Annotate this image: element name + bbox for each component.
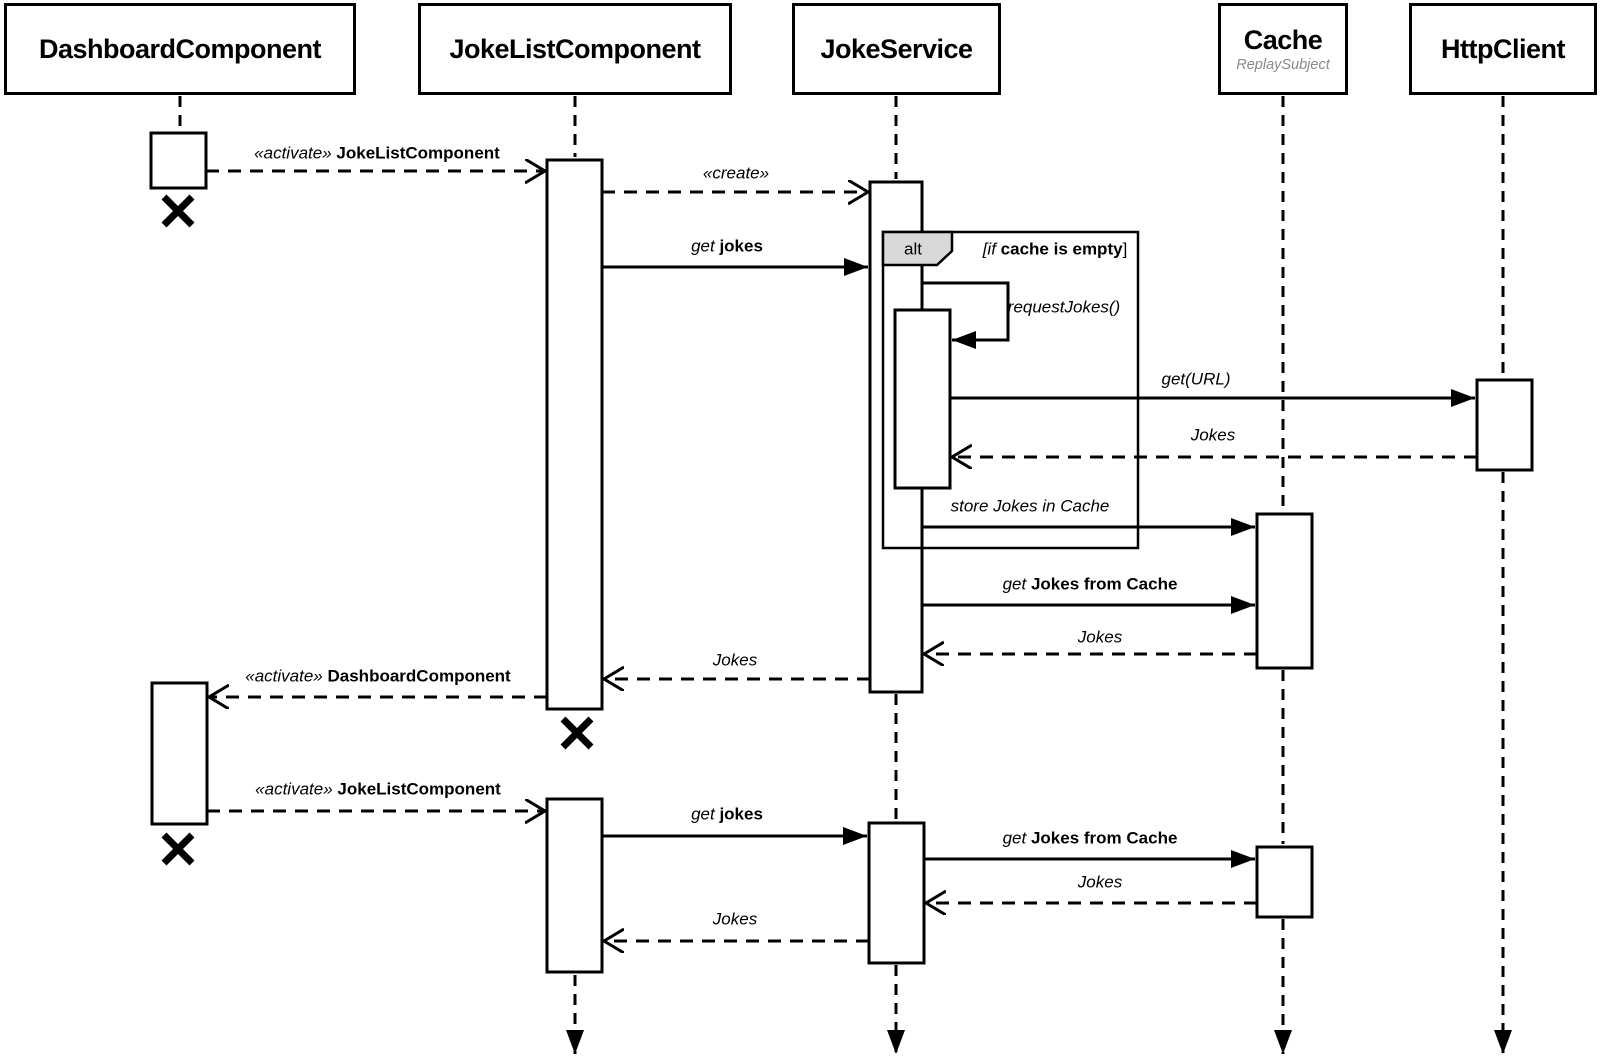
label-italic-part: store Jokes in Cache — [950, 496, 1110, 516]
label-bold-part: jokes — [719, 236, 763, 256]
actor-jokelistcomponent: JokeListComponent — [418, 3, 732, 95]
message-label-create: «create» — [703, 165, 769, 182]
label-italic-part: get(URL) — [1161, 369, 1231, 389]
activation-cache-2 — [1255, 845, 1314, 919]
label-italic-part: Jokes — [712, 909, 758, 929]
label-bold-part: jokes — [719, 804, 763, 824]
message-label-store-jokes: store Jokes in Cache — [951, 498, 1110, 515]
label-bold-part: Jokes from Cache — [1030, 828, 1178, 848]
activation-jokeservice-nested — [893, 308, 952, 490]
label-bold-part: DashboardComponent — [327, 666, 511, 686]
label-italic-part: requestJokes() — [1007, 297, 1121, 317]
message-label-activate-dashboard: «activate» DashboardComponent — [245, 668, 510, 685]
activation-jokeservice-2 — [867, 821, 926, 965]
guard-condition: cache is empty — [1000, 239, 1123, 259]
actor-name: JokeService — [820, 33, 973, 64]
destroy-x-jokelist-1 — [560, 716, 594, 750]
message-label-jokes-http: Jokes — [1191, 427, 1235, 444]
message-label-jokes-to-list-2: Jokes — [713, 911, 757, 928]
activation-jokelist-2 — [545, 797, 604, 974]
alt-fragment-label-pentagon — [881, 230, 954, 267]
label-italic-part: get — [691, 804, 715, 824]
message-label-jokes-to-list-1: Jokes — [713, 652, 757, 669]
message-label-get-jokes-cache-2: get Jokes from Cache — [1003, 830, 1178, 847]
activation-jokelist-1 — [545, 158, 604, 711]
label-italic-part: get — [691, 236, 715, 256]
label-italic-part: «create» — [702, 163, 770, 183]
actor-cache: Cache ReplaySubject — [1218, 3, 1348, 95]
activation-cache-1 — [1255, 512, 1314, 670]
actor-name: DashboardComponent — [38, 33, 322, 64]
message-label-activate-jokelist-2: «activate» JokeListComponent — [255, 781, 501, 798]
label-italic-part: Jokes — [1077, 872, 1123, 892]
actor-stereotype: ReplaySubject — [1236, 57, 1330, 73]
label-bold-part: JokeListComponent — [337, 779, 501, 799]
destroy-x-dashboard-1 — [161, 194, 195, 228]
message-label-requestjokes: requestJokes() — [1008, 299, 1120, 316]
label-italic-part: «activate» — [245, 666, 323, 686]
label-italic-part: «activate» — [255, 779, 333, 799]
actor-name: HttpClient — [1441, 33, 1565, 64]
guard-prefix: [if — [982, 239, 996, 259]
activation-dashboard-2 — [150, 681, 209, 826]
alt-operator-label: alt — [904, 239, 922, 259]
label-bold-part: Jokes from Cache — [1030, 574, 1178, 594]
label-italic-part: Jokes — [1077, 627, 1123, 647]
message-label-jokes-cache-1: Jokes — [1078, 629, 1122, 646]
alt-fragment-frame — [881, 230, 1140, 550]
activation-httpclient-1 — [1475, 378, 1534, 472]
label-bold-part: JokeListComponent — [336, 143, 500, 163]
label-italic-part: Jokes — [1190, 425, 1236, 445]
alt-guard-label: [if cache is empty] — [983, 241, 1128, 258]
guard-suffix: ] — [1122, 239, 1128, 259]
actor-name: JokeListComponent — [449, 33, 701, 64]
actor-httpclient: HttpClient — [1409, 3, 1597, 95]
label-italic-part: «activate» — [254, 143, 332, 163]
activation-dashboard-1 — [149, 131, 208, 190]
label-italic-part: get — [1002, 828, 1027, 848]
actor-jokeservice: JokeService — [792, 3, 1001, 95]
destroy-x-dashboard-2 — [161, 832, 195, 866]
message-label-get-jokes-cache-1: get Jokes from Cache — [1003, 576, 1178, 593]
actor-dashboardcomponent: DashboardComponent — [4, 3, 356, 95]
message-label-activate-jokelist-1: «activate» JokeListComponent — [254, 145, 500, 162]
actor-name: Cache — [1243, 25, 1323, 55]
message-label-get-jokes-2: get jokes — [691, 806, 763, 823]
message-line-requestjokes-self — [922, 281, 1010, 349]
message-label-jokes-cache-2: Jokes — [1078, 874, 1122, 891]
label-italic-part: get — [1002, 574, 1027, 594]
message-label-get-url: get(URL) — [1162, 371, 1231, 388]
label-italic-part: Jokes — [712, 650, 758, 670]
message-label-get-jokes-1: get jokes — [691, 238, 763, 255]
